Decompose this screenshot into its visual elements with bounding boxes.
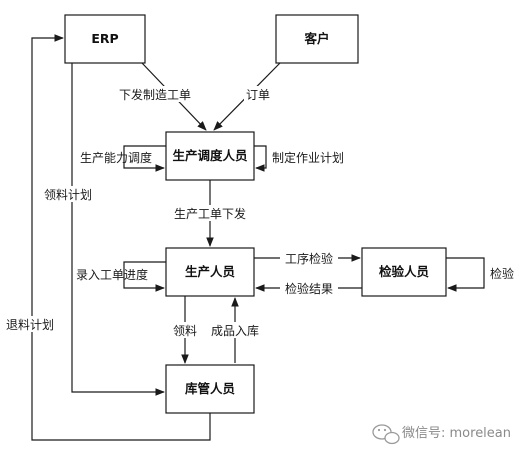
erp-label: ERP	[91, 31, 118, 46]
dispatcher-right-loop-arrow	[254, 145, 267, 172]
wechat-icon	[372, 424, 400, 445]
inspection-label: 检验	[490, 266, 514, 281]
watermark-text: 微信号: morelean	[402, 426, 511, 441]
inspection-result-label: 检验结果	[285, 281, 333, 296]
pick-material-label: 领料	[173, 324, 197, 338]
inspector-right-loop-arrow	[446, 257, 485, 292]
production-left-loop-arrow	[123, 261, 166, 292]
enter-progress-label: 录入工单进度	[76, 267, 148, 282]
order-label: 订单	[246, 88, 270, 102]
production-order-issue-label: 生产工单下发	[174, 206, 246, 221]
production-box: 生产人员	[165, 247, 255, 297]
production-label: 生产人员	[185, 264, 236, 279]
dispatcher-left-loop-arrow	[123, 145, 166, 172]
dispatcher-box: 生产调度人员	[165, 131, 255, 181]
erp-to-warehouse-arrow	[71, 63, 165, 396]
warehouse-to-erp-arrow	[31, 34, 211, 441]
make-work-plan-label: 制定作业计划	[272, 150, 344, 165]
warehouse-label: 库管人员	[185, 381, 236, 396]
watermark: 微信号: morelean	[372, 424, 511, 445]
dispatcher-label: 生产调度人员	[172, 148, 248, 163]
material-request-plan-label: 领料计划	[44, 188, 92, 202]
warehouse-box: 库管人员	[165, 364, 255, 414]
inspector-label: 检验人员	[379, 264, 430, 279]
capacity-scheduling-label: 生产能力调度	[80, 150, 152, 165]
customer-box: 客户	[275, 14, 359, 64]
finished-goods-in-label: 成品入库	[211, 323, 259, 338]
inspector-box: 检验人员	[361, 247, 447, 297]
return-material-plan-label: 退料计划	[6, 318, 54, 332]
process-inspection-label: 工序检验	[285, 251, 333, 266]
customer-label: 客户	[303, 31, 329, 46]
erp-box: ERP	[64, 14, 146, 64]
issue-work-order-label: 下发制造工单	[119, 87, 191, 102]
